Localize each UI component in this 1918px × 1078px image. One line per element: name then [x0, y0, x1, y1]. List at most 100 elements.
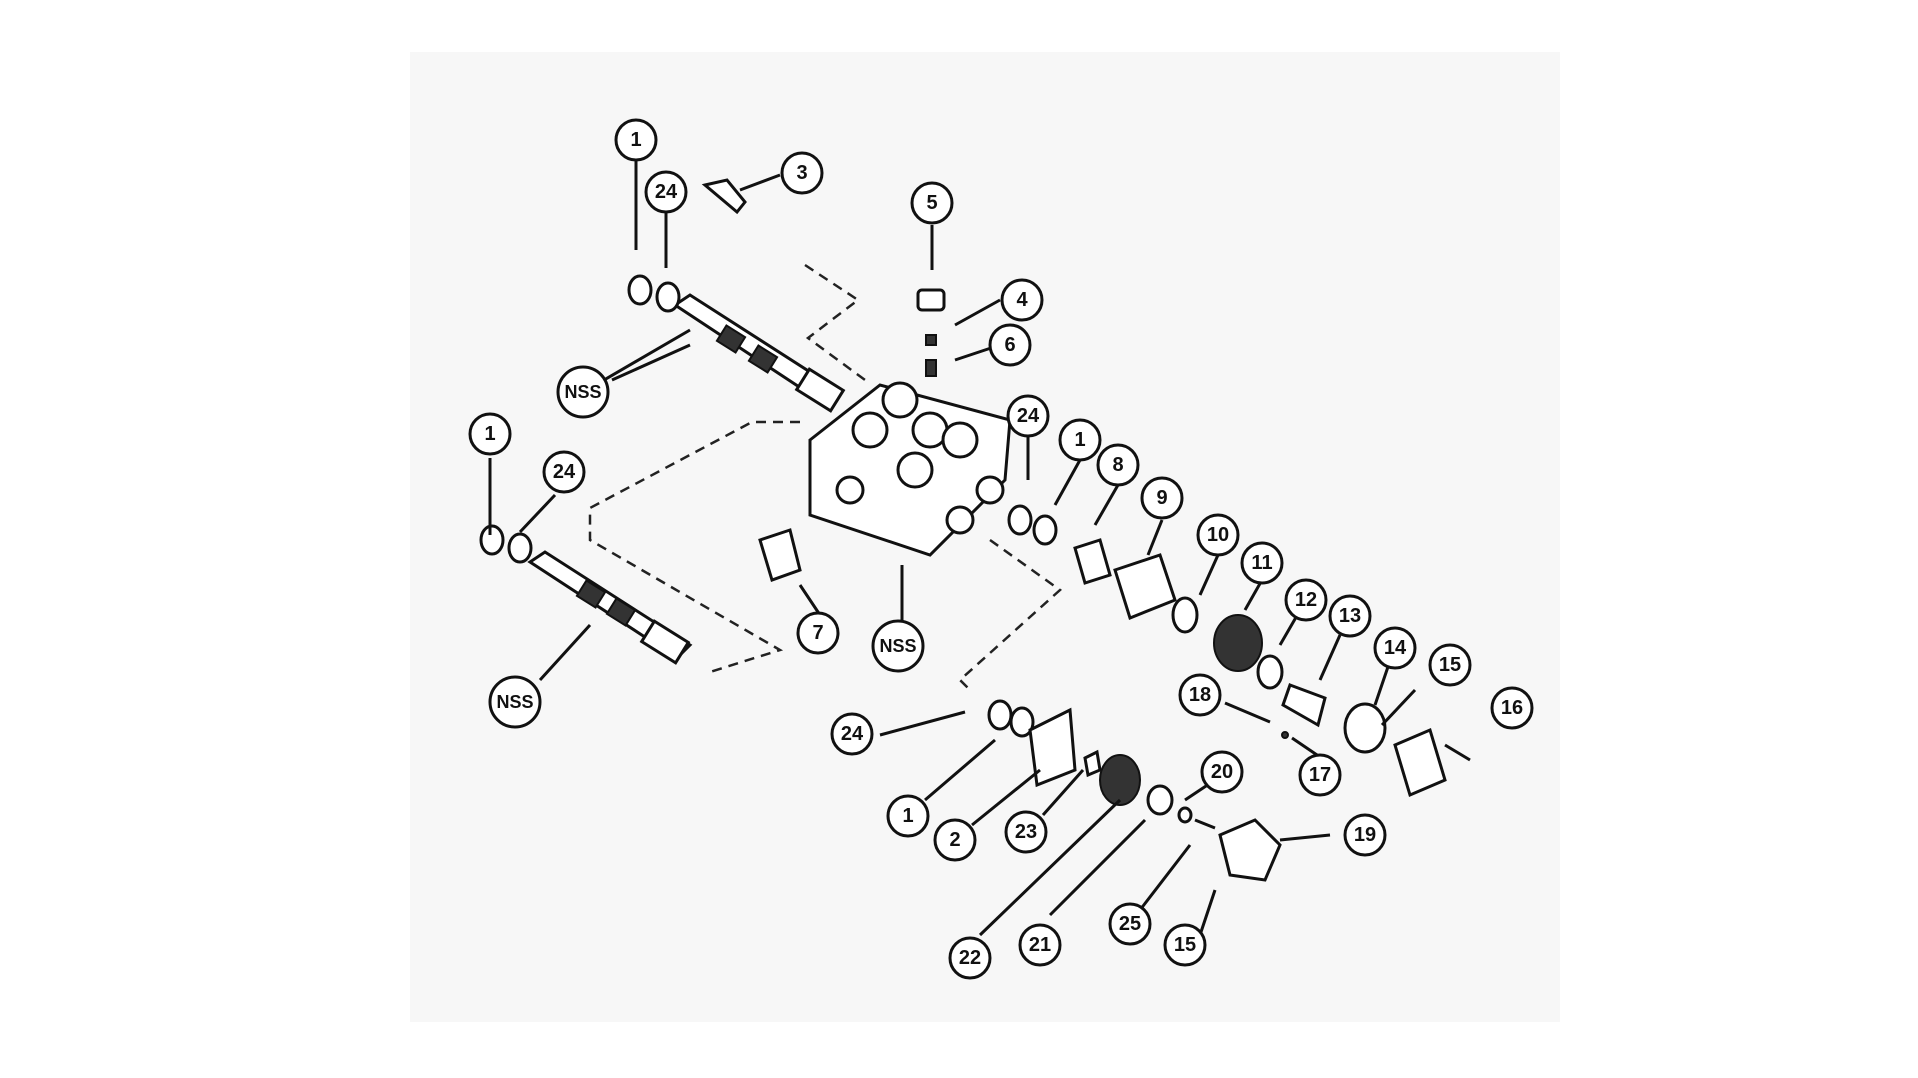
callout-24: 24: [542, 450, 586, 494]
callout-22: 22: [948, 936, 992, 980]
callout-5: 5: [910, 181, 954, 225]
callout-label: 11: [1251, 552, 1272, 574]
callout-label: 21: [1029, 934, 1051, 956]
callout-label: 1: [902, 805, 913, 827]
callout-23: 23: [1004, 810, 1048, 854]
callout-label: 22: [959, 947, 981, 969]
callout-label: 16: [1501, 697, 1523, 719]
callout-24: 24: [830, 712, 874, 756]
callout-circle: [1428, 643, 1472, 687]
callout-leaders: [488, 161, 1417, 937]
callout-circle: [1163, 923, 1207, 967]
callout-15: 15: [1163, 923, 1207, 967]
seal-rings-part: [479, 274, 1058, 738]
callout-label: 15: [1174, 934, 1196, 956]
callout-label: 4: [1016, 289, 1028, 311]
callout-label: 24: [841, 723, 864, 745]
callout-circle: [1328, 594, 1372, 638]
callout-20: 20: [1200, 750, 1244, 794]
callout-circle: [830, 712, 874, 756]
callout-circle: [468, 412, 512, 456]
callout-14: 14: [1373, 626, 1417, 670]
callout-circle: [556, 365, 610, 419]
callout-circle: [1006, 394, 1050, 438]
callout-1: 1: [1058, 418, 1102, 462]
callout-circle: [644, 170, 688, 214]
callout-label: NSS: [564, 382, 601, 402]
callout-label: 13: [1339, 605, 1361, 627]
callout-circle: [1018, 923, 1062, 967]
callout-label: 1: [1074, 429, 1085, 451]
callout-3: 3: [780, 151, 824, 195]
callout-circle: [1343, 813, 1387, 857]
callout-label: 18: [1189, 684, 1211, 706]
callout-label: 14: [1384, 637, 1407, 659]
callout-circle: [910, 181, 954, 225]
callout-1: 1: [468, 412, 512, 456]
callout-24: 24: [644, 170, 688, 214]
callout-label: 17: [1309, 764, 1331, 786]
callout-10: 10: [1196, 513, 1240, 557]
callout-circle: [948, 936, 992, 980]
callout-1: 1: [614, 118, 658, 162]
callout-7: 7: [796, 611, 840, 655]
lower-spool-part: [527, 550, 693, 665]
callout-circle: [1196, 513, 1240, 557]
callout-label: 7: [812, 622, 823, 644]
callout-circle: [933, 818, 977, 862]
callout-12: 12: [1284, 578, 1328, 622]
callout-label: 1: [630, 129, 641, 151]
callout-11: 11: [1240, 541, 1284, 585]
callout-circle: [1200, 750, 1244, 794]
callout-circle: [614, 118, 658, 162]
callout-nss: NSS: [556, 365, 610, 419]
valve-body-part: [808, 381, 1012, 557]
callout-circle: [1178, 673, 1222, 717]
callout-label: 6: [1004, 334, 1015, 356]
callout-label: 10: [1207, 524, 1229, 546]
callout-label: 2: [949, 829, 960, 851]
callout-circle: [988, 323, 1032, 367]
callout-label: 23: [1015, 821, 1037, 843]
callout-label: NSS: [879, 636, 916, 656]
callout-circle: [871, 619, 925, 673]
callout-label: 24: [553, 461, 576, 483]
callout-circle: [1096, 443, 1140, 487]
callout-circle: [780, 151, 824, 195]
callout-label: 1: [484, 423, 495, 445]
callout-label: NSS: [496, 692, 533, 712]
callout-circle: [488, 675, 542, 729]
diagram-background: [410, 52, 1560, 1022]
callout-circle: [1240, 541, 1284, 585]
callout-circle: [1490, 686, 1534, 730]
callout-13: 13: [1328, 594, 1372, 638]
callout-label: 15: [1439, 654, 1461, 676]
callout-6: 6: [988, 323, 1032, 367]
callout-9: 9: [1140, 476, 1184, 520]
callout-circle: [1298, 753, 1342, 797]
callout-16: 16: [1490, 686, 1534, 730]
callout-label: 24: [1017, 405, 1040, 427]
callout-circle: [1373, 626, 1417, 670]
callout-1: 1: [886, 794, 930, 838]
callout-2: 2: [933, 818, 977, 862]
plug-part: [758, 528, 802, 582]
callout-15: 15: [1428, 643, 1472, 687]
callout-nss: NSS: [871, 619, 925, 673]
callout-label: 9: [1156, 487, 1167, 509]
callout-circle: [1058, 418, 1102, 462]
lower-stack-part: [1028, 707, 1282, 882]
callout-21: 21: [1018, 923, 1062, 967]
callout-label: 25: [1119, 913, 1141, 935]
callout-label: 3: [796, 162, 807, 184]
callout-19: 19: [1343, 813, 1387, 857]
callout-circle: [1000, 278, 1044, 322]
callout-label: 19: [1354, 824, 1376, 846]
top-fittings-part: [701, 178, 946, 377]
assembly-guide-lines: [588, 263, 1062, 691]
upper-spool-part: [672, 293, 846, 413]
callout-label: 24: [655, 181, 678, 203]
callout-17: 17: [1298, 753, 1342, 797]
callout-label: 12: [1295, 589, 1317, 611]
